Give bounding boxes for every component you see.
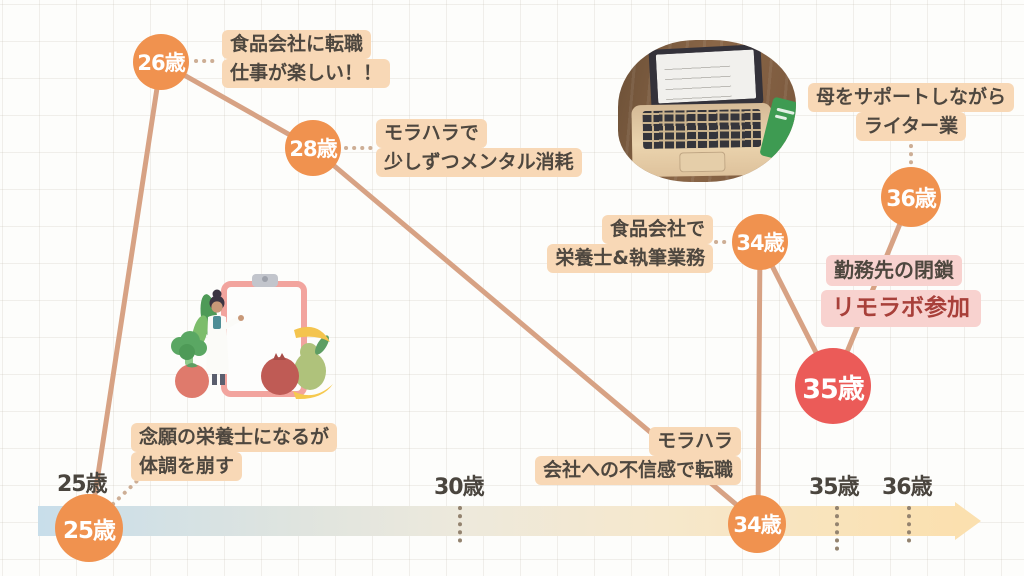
node-age34-axis: 34歳 — [728, 495, 786, 553]
tomato — [175, 364, 209, 398]
clipboard-clip-hole — [262, 276, 268, 282]
axis-label-25: 25歳 — [57, 472, 108, 497]
book-label-line — [774, 114, 788, 121]
laptop-screen — [648, 44, 764, 110]
callout-age26-job: 食品会社に転職 仕事が楽しい！！ — [222, 30, 391, 88]
node-age35: 35歳 — [795, 348, 871, 424]
person-leg-left — [212, 374, 217, 385]
banana-bottom — [293, 384, 333, 400]
person-arm — [223, 316, 241, 330]
nutritionist-illustration — [171, 274, 333, 400]
axis-label-35: 35歳 — [809, 475, 860, 500]
keyboard-keys — [642, 108, 762, 150]
callout-text: 少しずつメンタル消耗 — [376, 148, 582, 177]
laptop-photo — [618, 40, 796, 182]
callout-text: リモラボ参加 — [821, 290, 981, 327]
pomegranate-crown — [273, 353, 286, 360]
pear-body — [294, 352, 326, 390]
person-face — [211, 301, 223, 313]
callout-text: 食品会社で — [601, 215, 713, 244]
callout-age34-work: 食品会社で 栄養士&執筆業務 — [547, 215, 713, 273]
dotted-25-to-label — [111, 478, 140, 506]
callout-text: 食品会社に転職 — [222, 30, 372, 59]
callout-text: 勤務先の閉鎖 — [826, 255, 962, 286]
callout-text: 念願の栄養士になるが — [131, 423, 338, 452]
callout-age36-writer: 母をサポートしながら ライター業 — [795, 83, 1024, 141]
callout-age25-dietitian: 念願の栄養士になるが 体調を崩す — [131, 423, 338, 481]
callout-text: モラハラ — [649, 427, 741, 456]
callout-text: 仕事が楽しい！！ — [222, 59, 391, 88]
callout-age28-mental: モラハラで 少しずつメンタル消耗 — [376, 119, 582, 177]
broccoli-floret — [179, 344, 195, 360]
callout-age34-moral: モラハラ 会社への不信感で転職 — [534, 427, 741, 485]
node-age28: 28歳 — [285, 120, 341, 176]
node-age25-axis: 25歳 — [55, 494, 123, 562]
callout-text: 会社への不信感で転職 — [534, 456, 741, 485]
book-label-line — [776, 107, 795, 115]
laptop-keyboard — [631, 102, 773, 178]
callout-text: ライター業 — [855, 112, 967, 141]
timeline-arrow-icon — [955, 502, 981, 540]
callout-text: モラハラで — [376, 119, 487, 148]
trackpad — [679, 151, 726, 173]
person-shirt — [213, 316, 221, 329]
banana-top — [294, 326, 330, 342]
timeline-bar — [38, 506, 956, 536]
pomegranate — [261, 357, 299, 395]
node-age36: 36歳 — [881, 167, 941, 227]
person-hand — [238, 315, 244, 321]
callout-age35-remolab: リモラボ参加 — [821, 290, 981, 327]
callout-text: 栄養士&執筆業務 — [547, 244, 713, 273]
callout-text: 母をサポートしながら — [807, 83, 1014, 112]
axis-label-36: 36歳 — [882, 475, 933, 500]
node-age26: 26歳 — [133, 34, 189, 90]
node-age34-event: 34歳 — [732, 214, 788, 270]
callout-text: 体調を崩す — [131, 452, 243, 481]
callout-age35-closure: 勤務先の閉鎖 — [826, 255, 962, 286]
tomato-leaf — [186, 363, 198, 368]
person-coat — [206, 315, 229, 374]
pear-leaf — [315, 335, 329, 355]
person-leg-right — [220, 374, 225, 385]
line-34-vertical — [755, 239, 763, 525]
document-page — [655, 49, 757, 104]
axis-label-30: 30歳 — [434, 475, 485, 500]
